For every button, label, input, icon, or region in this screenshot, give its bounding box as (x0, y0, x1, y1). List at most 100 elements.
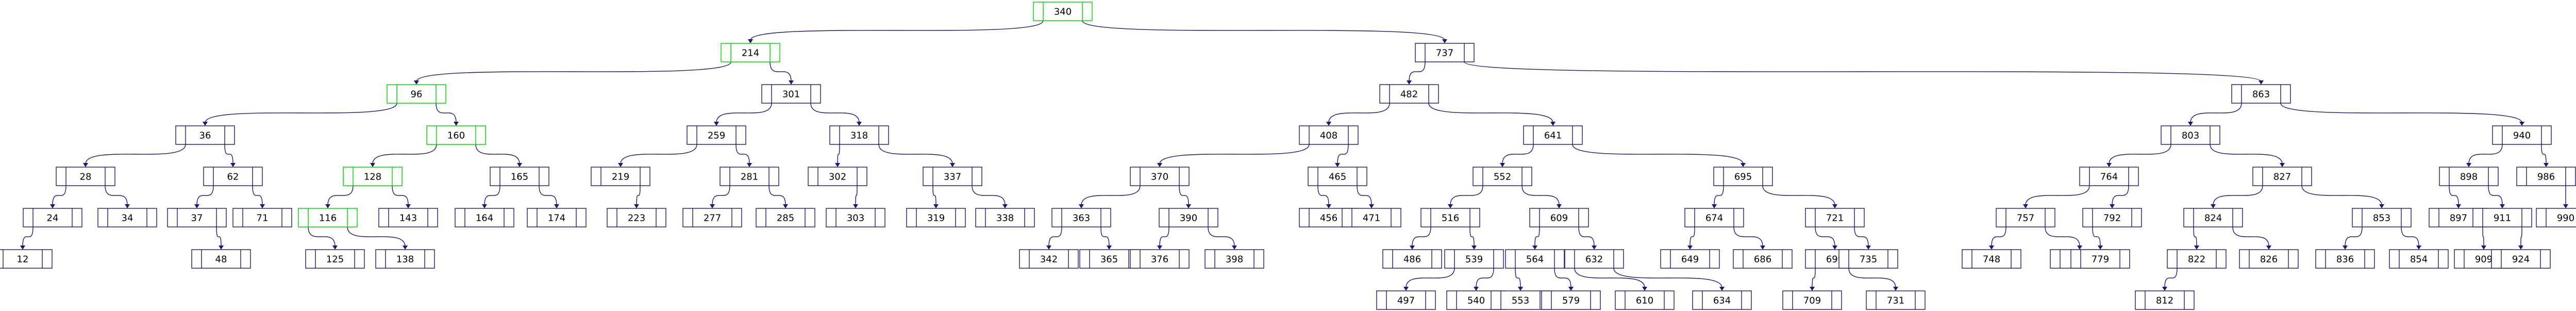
edge-632-634 (1613, 268, 1722, 288)
node-label: 408 (1320, 130, 1337, 141)
node-label: 812 (2156, 296, 2173, 306)
edge-337-319 (932, 185, 936, 206)
edge-arrowhead-96-36 (203, 122, 208, 126)
node-label: 340 (1054, 7, 1072, 18)
edge-arrowhead-214-96 (414, 80, 419, 85)
edge-735-731 (1848, 268, 1896, 288)
edge-940-898 (2468, 144, 2503, 165)
edge-arrowhead-863-940 (2519, 122, 2524, 126)
edge-arrowhead-370-390 (1186, 204, 1191, 208)
tree-node-824: 824 (2183, 208, 2243, 227)
edge-arrowhead-822-812 (2162, 287, 2167, 291)
tree-node-731: 731 (1866, 290, 1926, 310)
node-label: 898 (2460, 172, 2478, 183)
tree-node-471: 471 (1342, 208, 1401, 227)
tree-node-174: 174 (527, 208, 587, 227)
tree-node-827: 827 (2252, 167, 2312, 186)
edge-898-897 (2449, 185, 2459, 206)
tree-node-822: 822 (2167, 249, 2227, 269)
tree-node-165: 165 (490, 167, 549, 186)
tree-node-990: 990 (2536, 208, 2576, 227)
tree-node-318: 318 (829, 125, 889, 145)
tree-node-695: 695 (1713, 167, 1773, 186)
node-label: 223 (628, 213, 645, 224)
tree-node-277: 277 (682, 208, 742, 227)
tree-node-634: 634 (1692, 290, 1752, 310)
edge-564-579 (1554, 268, 1571, 288)
tree-node-539: 539 (1444, 249, 1504, 269)
edge-824-822 (2193, 226, 2197, 247)
edge-803-764 (2109, 144, 2171, 165)
edge-363-342 (1048, 226, 1062, 247)
edge-827-853 (2301, 185, 2382, 206)
tree-node-497: 497 (1376, 290, 1436, 310)
tree-node-686: 686 (1733, 249, 1793, 269)
edge-363-365 (1100, 226, 1110, 247)
edge-853-854 (2401, 226, 2419, 247)
tree-node-36: 36 (175, 125, 235, 145)
edge-arrowhead-36-62 (230, 163, 236, 167)
edge-408-465 (1337, 144, 1349, 165)
edge-96-160 (436, 103, 457, 123)
edge-911-909 (2482, 226, 2484, 247)
edge-arrowhead-116-138 (403, 245, 408, 250)
edge-36-28 (85, 144, 186, 165)
edge-arrowhead-28-24 (50, 204, 55, 208)
edge-arrowhead-539-540 (1474, 287, 1479, 291)
tree-node-319: 319 (906, 208, 966, 227)
edge-arrowhead-281-277 (710, 204, 715, 208)
edge-arrowhead-824-826 (2266, 245, 2271, 250)
tree-node-709: 709 (1782, 290, 1842, 310)
edge-259-281 (735, 144, 750, 165)
edge-539-497 (1406, 268, 1455, 288)
node-label: 824 (2204, 213, 2222, 224)
edge-301-318 (810, 103, 860, 123)
node-label: 924 (2512, 254, 2530, 265)
edge-940-986 (2541, 144, 2547, 165)
tree-node-370: 370 (1130, 167, 1190, 186)
edge-arrowhead-165-174 (554, 204, 559, 208)
node-label: 822 (2188, 254, 2205, 265)
edge-641-695 (1572, 144, 1744, 165)
node-label: 497 (1397, 296, 1415, 306)
node-label: 285 (777, 213, 794, 224)
node-label: 319 (927, 213, 945, 224)
tree-node-408: 408 (1299, 125, 1359, 145)
node-label: 62 (227, 172, 239, 183)
edge-arrowhead-911-909 (2481, 245, 2486, 250)
edge-arrowhead-36-28 (83, 163, 88, 167)
node-label: 318 (850, 130, 868, 141)
edge-arrowhead-641-695 (1741, 163, 1746, 167)
node-label: 909 (2475, 254, 2493, 265)
edge-128-116 (327, 185, 354, 206)
tree-node-37: 37 (167, 208, 227, 227)
tree-node-764: 764 (2079, 167, 2139, 186)
tree-node-281: 281 (720, 167, 779, 186)
tree-node-96: 96 (387, 84, 446, 104)
edge-arrowhead-641-552 (1500, 163, 1505, 167)
node-label: 803 (2182, 130, 2199, 141)
tree-node-737: 737 (1415, 43, 1475, 62)
node-label: 28 (80, 172, 92, 183)
tree-node-338: 338 (975, 208, 1035, 227)
node-label: 465 (1329, 172, 1346, 183)
node-label: 37 (191, 213, 203, 224)
edge-340-214 (750, 20, 1044, 41)
node-label: 365 (1100, 254, 1118, 265)
node-label: 486 (1403, 254, 1421, 265)
node-label: 337 (944, 172, 961, 183)
tree-node-138: 138 (375, 249, 435, 269)
node-label: 342 (1040, 254, 1058, 265)
tree-node-259: 259 (687, 125, 746, 145)
edge-arrowhead-940-986 (2544, 163, 2549, 167)
edge-arrowhead-911-924 (2518, 245, 2523, 250)
edge-arrowhead-539-497 (1403, 287, 1409, 291)
node-label: 721 (1826, 213, 1844, 224)
node-label: 303 (847, 213, 864, 224)
edge-arrowhead-764-757 (2023, 204, 2028, 208)
edge-516-486 (1412, 226, 1431, 247)
edge-853-836 (2345, 226, 2363, 247)
edge-36-62 (224, 144, 233, 165)
node-label: 174 (548, 213, 565, 224)
